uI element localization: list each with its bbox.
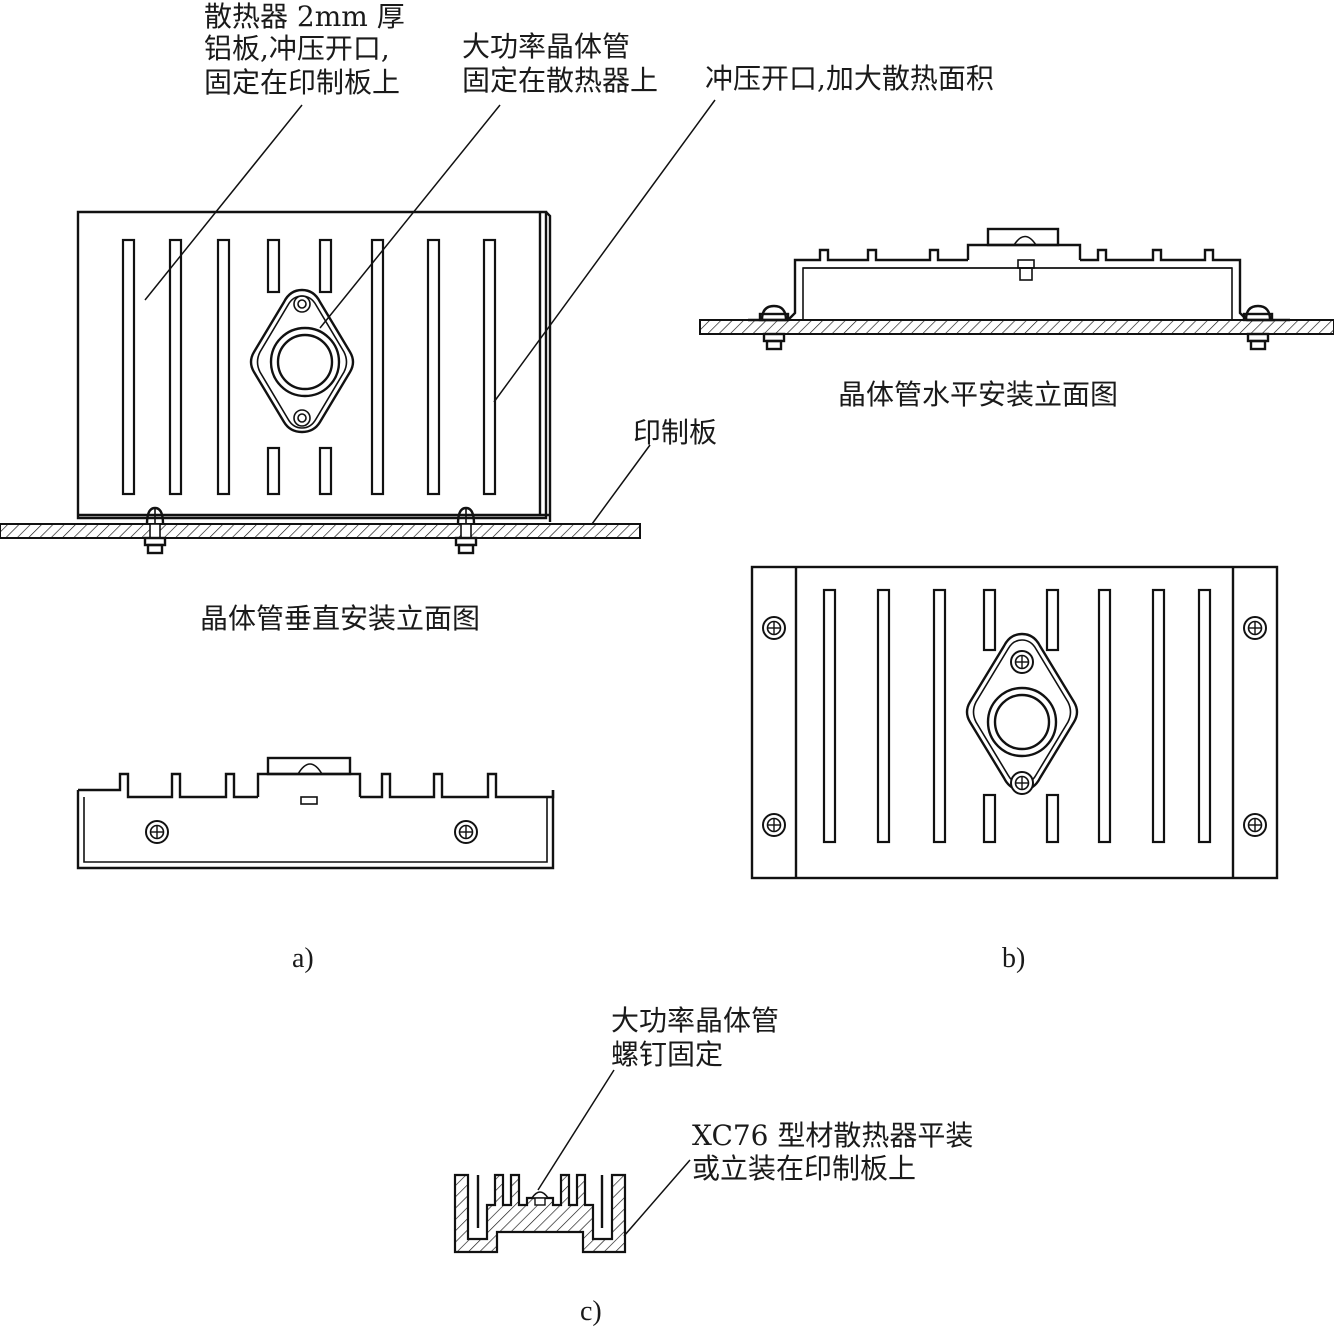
mount-bolts-b [758,304,1274,351]
heatsink-desc-line1: 散热器 2mm 厚 [204,0,405,33]
transistor-desc-line2: 固定在散热器上 [462,64,658,97]
heatsink-desc-line3: 固定在印制板上 [204,66,400,99]
caption-a: a) [292,943,314,974]
vertical-mount-side-view [76,756,555,870]
pcb-board-a [0,523,641,539]
vertical-mount-elevation: 散热器 2mm 厚 铝板,冲压开口, 固定在印制板上 大功率晶体管 固定在散热器… [0,0,994,635]
screw-icon [762,813,786,837]
mount-bolts-a [143,506,478,555]
caption-c: c) [580,1296,602,1327]
leader-lines-a [144,99,716,525]
c-profile-line1: XC76 型材散热器平装 [692,1119,973,1152]
c-transistor-line1: 大功率晶体管 [611,1004,779,1037]
horizontal-mount-plan-view [750,565,1279,880]
screw-icon [1010,650,1034,674]
screw-icon [145,820,169,844]
transistor-desc-line1: 大功率晶体管 [462,30,630,63]
screw-icon [1243,616,1267,640]
screw-icon [762,616,786,640]
c-transistor-line2: 螺钉固定 [611,1038,723,1071]
screw-icon [454,820,478,844]
c-profile-line2: 或立装在印制板上 [692,1152,916,1185]
power-transistor-plan [965,632,1079,795]
screw-icon [1243,813,1267,837]
heatsink-plate-front [76,210,552,522]
power-transistor-to3 [249,288,355,434]
leader-lines-c [537,1069,691,1237]
heatsink-desc-line2: 铝板,冲压开口, [204,32,390,65]
screw-icon [1010,771,1034,795]
vent-slots [121,238,497,496]
horizontal-mount-elevation: 晶体管水平安装立面图 [699,227,1334,411]
punch-desc: 冲压开口,加大散热面积 [705,62,994,95]
horizontal-mount-caption: 晶体管水平安装立面图 [838,378,1118,411]
vertical-mount-caption: 晶体管垂直安装立面图 [200,602,480,635]
caption-b: b) [1002,943,1025,974]
profile-heatsink-section [453,1173,627,1254]
pcb-label: 印制板 [633,416,717,449]
